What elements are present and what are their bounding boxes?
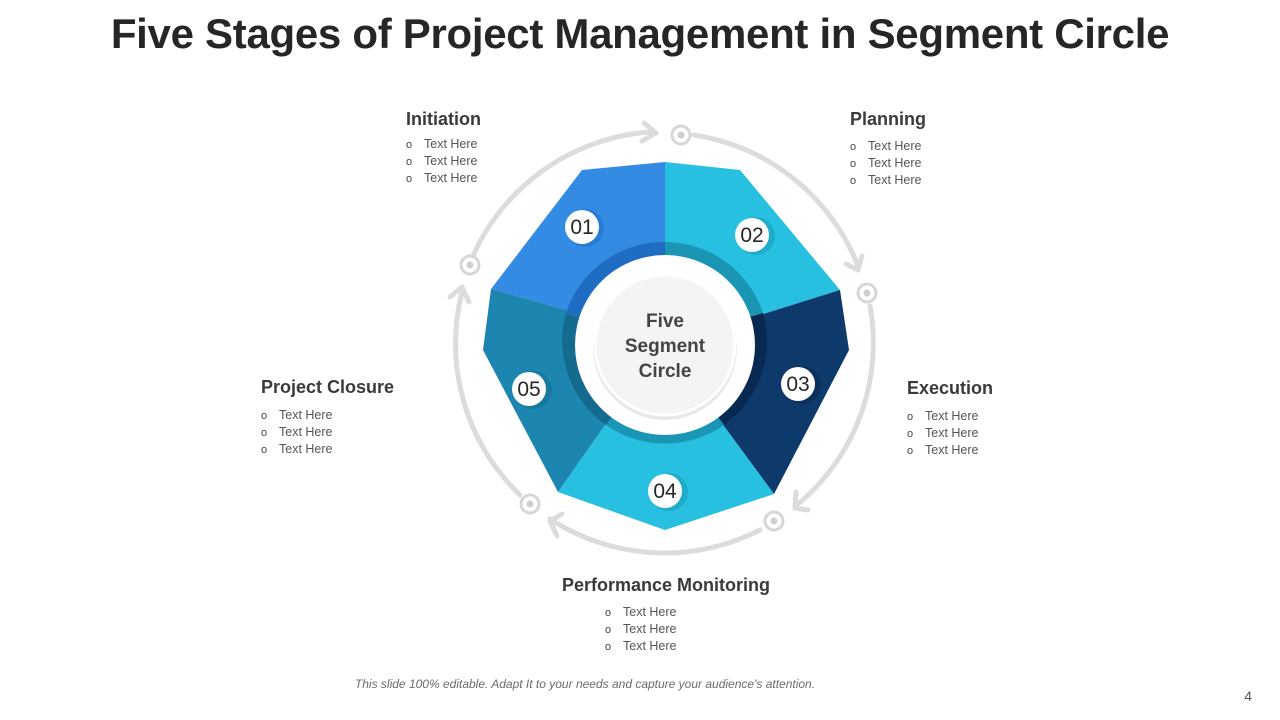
- flow-dot-1: [459, 254, 481, 276]
- flow-dot-4: [763, 510, 785, 532]
- badge-02: 02: [735, 217, 775, 255]
- flow-arc-5: [453, 289, 523, 498]
- stage-title-initiation: Initiation: [406, 109, 481, 129]
- flow-dot-3: [856, 282, 878, 304]
- slide-title: Five Stages of Project Management in Seg…: [110, 10, 1170, 57]
- flow-dot-5: [519, 493, 541, 515]
- badge-03: 03: [781, 366, 821, 404]
- flow-arc-2: [691, 132, 861, 269]
- stage-title-closure: Project Closure: [261, 377, 395, 397]
- flow-ring: [453, 129, 876, 556]
- flow-arc-3: [794, 303, 876, 508]
- segment-number-04: 04: [653, 480, 677, 503]
- arrowhead-5: [447, 284, 472, 305]
- flow-dot-2: [670, 124, 692, 146]
- stage-title-planning: Planning: [850, 109, 926, 129]
- flow-arc-1: [467, 129, 653, 266]
- flow-dots: [459, 124, 878, 532]
- flow-arc-4: [547, 516, 763, 556]
- center-label-line-2: Segment: [625, 336, 706, 357]
- arrowhead-2: [843, 253, 865, 273]
- flow-arrowheads: [447, 120, 865, 539]
- center-circle: Five Segment Circle: [575, 255, 755, 435]
- badge-05: 05: [512, 371, 552, 409]
- segment-number-03: 03: [786, 373, 809, 396]
- segment-number-05: 05: [517, 378, 540, 401]
- number-badges: 01 02 03 04 05: [512, 209, 821, 511]
- segment-number-01: 01: [570, 216, 593, 239]
- segment-number-02: 02: [740, 224, 763, 247]
- badge-04: 04: [648, 473, 688, 511]
- stage-title-monitoring: Performance Monitoring: [562, 575, 771, 595]
- page-number: 4: [1244, 688, 1252, 704]
- stage-title-execution: Execution: [907, 378, 994, 398]
- arrowhead-1: [639, 120, 659, 144]
- badge-01: 01: [565, 209, 604, 247]
- arrowhead-4: [547, 511, 565, 539]
- center-label-line-3: Circle: [639, 361, 692, 382]
- footer-note: This slide 100% editable. Adapt It to yo…: [354, 677, 816, 691]
- arrowhead-3: [792, 489, 811, 513]
- center-label-line-1: Five: [646, 311, 684, 332]
